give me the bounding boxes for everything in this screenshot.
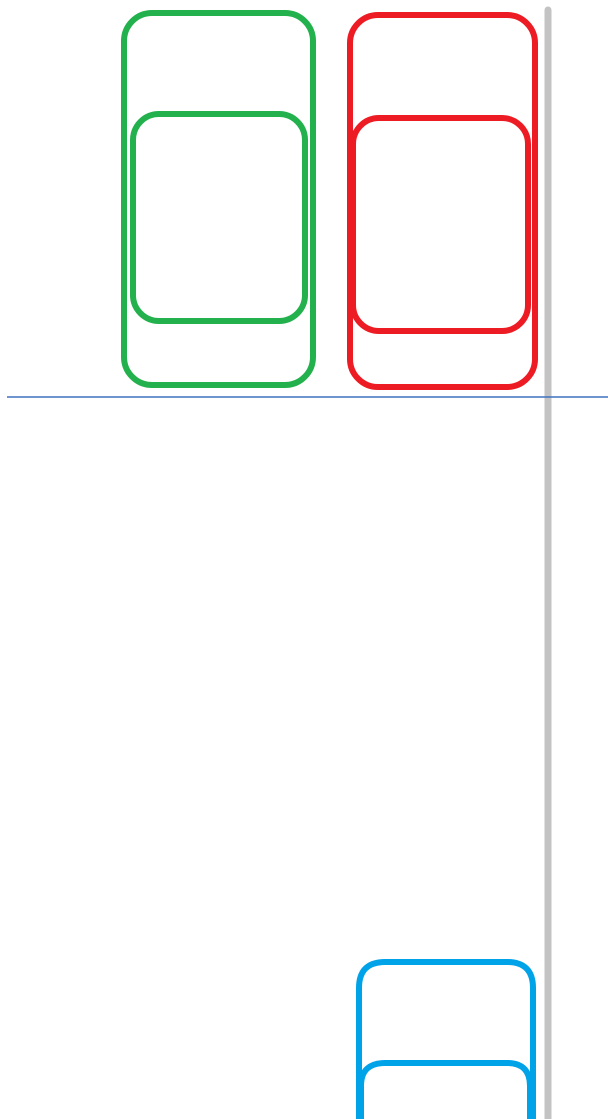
blue-car [359,962,533,1119]
red-car [350,15,535,387]
blue-car-cabin [361,1063,530,1119]
green-car-cabin [133,114,305,321]
red-car-cabin [353,118,528,331]
blue-car-body [359,962,533,1119]
green-car-body [124,13,313,385]
green-car [124,13,313,385]
